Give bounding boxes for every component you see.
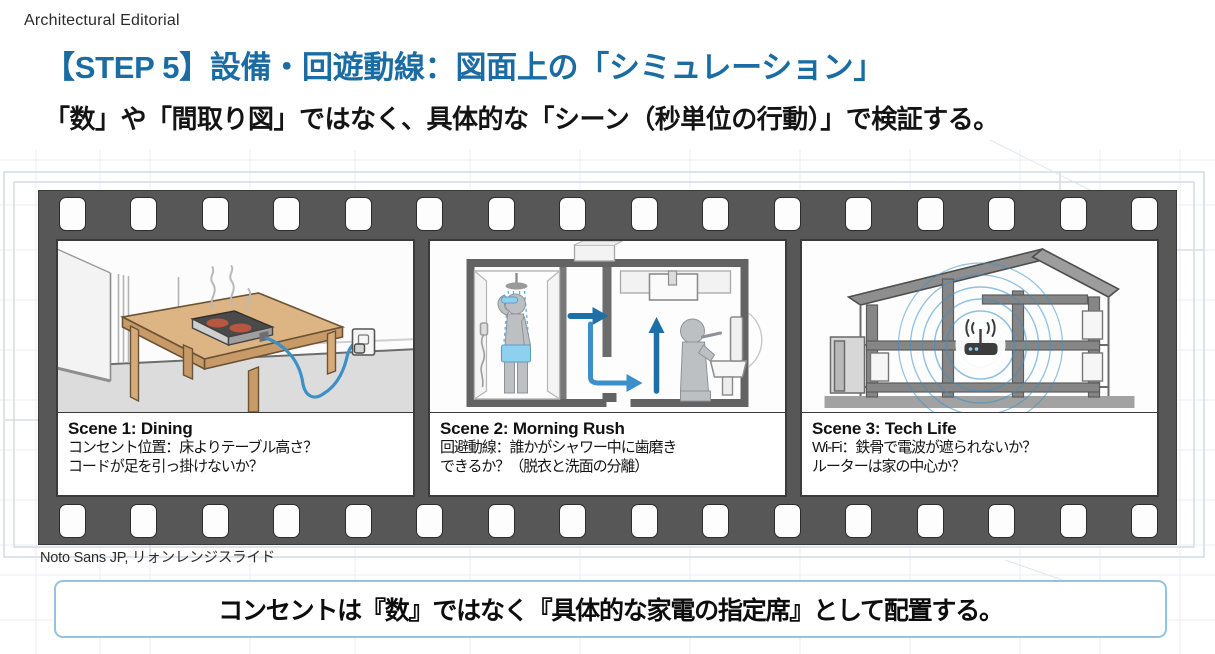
sprocket-hole — [130, 504, 158, 538]
sprocket-hole — [916, 197, 944, 231]
scene-3-title: Scene 3: Tech Life — [812, 419, 957, 438]
sprocket-hole — [1131, 197, 1158, 231]
scene-1-line-2: コードが足を引っ掛けないか？ — [68, 457, 264, 475]
sprocket-hole — [201, 197, 229, 231]
sprocket-hole — [487, 504, 515, 538]
summary-banner: コンセントは『数』ではなく『具体的な家電の指定席』として配置する。 — [54, 580, 1167, 638]
filmstrip-container: Scene 1: Dining コンセント位置：床よりテーブル高さ？ コードが足… — [38, 190, 1177, 545]
scene-1-line-1: コンセント位置：床よりテーブル高さ？ — [68, 439, 318, 457]
sprocket-hole — [487, 197, 515, 231]
page-header: Architectural Editorial 【STEP 5】設備・回遊動線：… — [0, 0, 1215, 136]
sprocket-hole — [559, 197, 587, 231]
sprocket-hole — [344, 504, 372, 538]
scene-2-line-2: できるか？（脱衣と洗面の分離） — [440, 457, 649, 475]
sprocket-hole — [201, 504, 229, 538]
scene-3-caption: Scene 3: Tech Life Wi-Fi：鉄骨で電波が遮られないか？ ル… — [802, 412, 1157, 495]
sprocket-hole — [916, 504, 944, 538]
sprocket-hole — [630, 504, 658, 538]
scene-2-caption: Scene 2: Morning Rush 回避動線：誰かがシャワー中に歯磨き … — [430, 412, 785, 495]
sprocket-row-bottom — [39, 504, 1176, 538]
sprocket-hole — [1059, 504, 1087, 538]
sprocket-hole — [702, 197, 730, 231]
scene-frame-1[interactable]: Scene 1: Dining コンセント位置：床よりテーブル高さ？ コードが足… — [56, 239, 415, 497]
scene-2-line-1: 回避動線：誰かがシャワー中に歯磨き — [440, 439, 677, 457]
sprocket-hole — [130, 197, 158, 231]
sprocket-hole — [702, 504, 730, 538]
sprocket-hole — [988, 197, 1016, 231]
sprocket-hole — [59, 504, 86, 538]
scene-3-line-2: ルーターは家の中心か？ — [812, 457, 966, 475]
scene-3-line-1: Wi-Fi：鉄骨で電波が遮られないか？ — [812, 439, 1037, 457]
credit-text: Noto Sans JP, リォンレンジスライド — [40, 550, 276, 566]
scene-frames: Scene 1: Dining コンセント位置：床よりテーブル高さ？ コードが足… — [56, 239, 1159, 497]
sprocket-hole — [988, 504, 1016, 538]
house-section-wifi-router-illustration — [802, 241, 1157, 412]
page-subtitle: 「数」や「間取り図」ではなく、具体的な「シーン（秒単位の行動）」で検証する。 — [44, 104, 999, 134]
sprocket-hole — [630, 197, 658, 231]
sprocket-hole — [273, 197, 301, 231]
summary-banner-text: コンセントは『数』ではなく『具体的な家電の指定席』として配置する。 — [218, 597, 1004, 625]
page-title: 【STEP 5】設備・回遊動線：図面上の「シミュレーション」 — [44, 50, 885, 85]
kicker-label: Architectural Editorial — [24, 12, 180, 29]
sprocket-hole — [1059, 197, 1087, 231]
sprocket-hole — [273, 504, 301, 538]
sprocket-hole — [344, 197, 372, 231]
sprocket-hole — [59, 197, 86, 231]
sprocket-hole — [1131, 504, 1158, 538]
scene-frame-2[interactable]: Scene 2: Morning Rush 回避動線：誰かがシャワー中に歯磨き … — [428, 239, 787, 497]
bathroom-shower-washbasin-flow-illustration — [430, 241, 785, 412]
scene-1-caption: Scene 1: Dining コンセント位置：床よりテーブル高さ？ コードが足… — [58, 412, 413, 495]
sprocket-hole — [559, 504, 587, 538]
dining-table-hotplate-outlet-illustration — [58, 241, 413, 412]
sprocket-hole — [845, 504, 873, 538]
scene-1-title: Scene 1: Dining — [68, 419, 193, 438]
scene-2-title: Scene 2: Morning Rush — [440, 419, 625, 438]
sprocket-hole — [845, 197, 873, 231]
sprocket-hole — [773, 197, 801, 231]
sprocket-hole — [416, 197, 444, 231]
sprocket-row-top — [39, 197, 1176, 231]
sprocket-hole — [416, 504, 444, 538]
sprocket-hole — [773, 504, 801, 538]
scene-frame-3[interactable]: Scene 3: Tech Life Wi-Fi：鉄骨で電波が遮られないか？ ル… — [800, 239, 1159, 497]
